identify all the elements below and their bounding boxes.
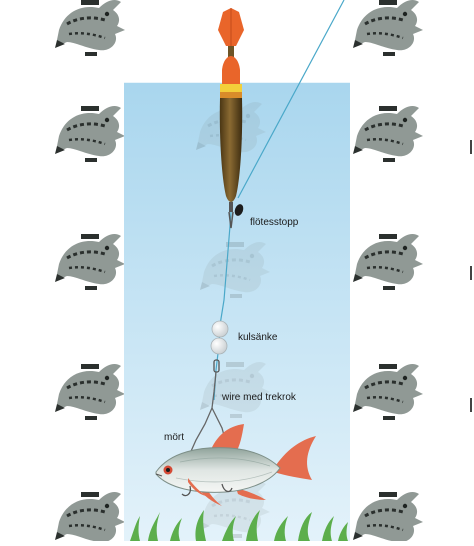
watermark-right-column bbox=[351, 0, 425, 546]
label-float-stop: flötesstopp bbox=[250, 217, 299, 228]
fish-body bbox=[155, 447, 281, 493]
treble-hook bbox=[221, 483, 233, 493]
roach-fish-icon bbox=[155, 424, 316, 506]
edge-mark bbox=[470, 398, 472, 412]
pike-fish-icon bbox=[351, 232, 425, 292]
sinker-bead-2 bbox=[210, 337, 228, 355]
pike-fish-icon bbox=[351, 362, 425, 422]
float-body bbox=[219, 98, 243, 202]
edge-mark bbox=[470, 140, 472, 154]
treble-hook bbox=[181, 485, 192, 497]
float-upper bbox=[222, 56, 240, 84]
watermark-left-column bbox=[53, 0, 127, 546]
sinker-bead-1 bbox=[211, 320, 229, 338]
seaweed bbox=[130, 510, 348, 541]
fish-tail bbox=[274, 436, 316, 480]
float-band bbox=[220, 84, 242, 92]
pike-fish-icon bbox=[53, 490, 127, 546]
main-line bbox=[237, 0, 345, 199]
pike-fish-icon bbox=[53, 0, 127, 58]
sinker-bead-icon bbox=[210, 320, 229, 355]
pike-fish-icon bbox=[53, 104, 127, 164]
label-sinker: kulsänke bbox=[238, 332, 278, 343]
pike-fish-icon bbox=[53, 362, 127, 422]
pike-fish-icon bbox=[351, 0, 425, 58]
edge-mark bbox=[470, 266, 472, 280]
label-wire-trace: wire med trekrok bbox=[222, 392, 296, 403]
pike-fish-icon bbox=[351, 490, 425, 546]
float-icon bbox=[218, 8, 244, 229]
label-bait-fish: mört bbox=[164, 432, 184, 443]
pike-fish-icon bbox=[53, 232, 127, 292]
pike-fish-icon bbox=[351, 104, 425, 164]
float-stem bbox=[229, 202, 233, 212]
fish-dorsal-fin bbox=[210, 424, 244, 452]
float-stop-knot bbox=[234, 204, 244, 216]
